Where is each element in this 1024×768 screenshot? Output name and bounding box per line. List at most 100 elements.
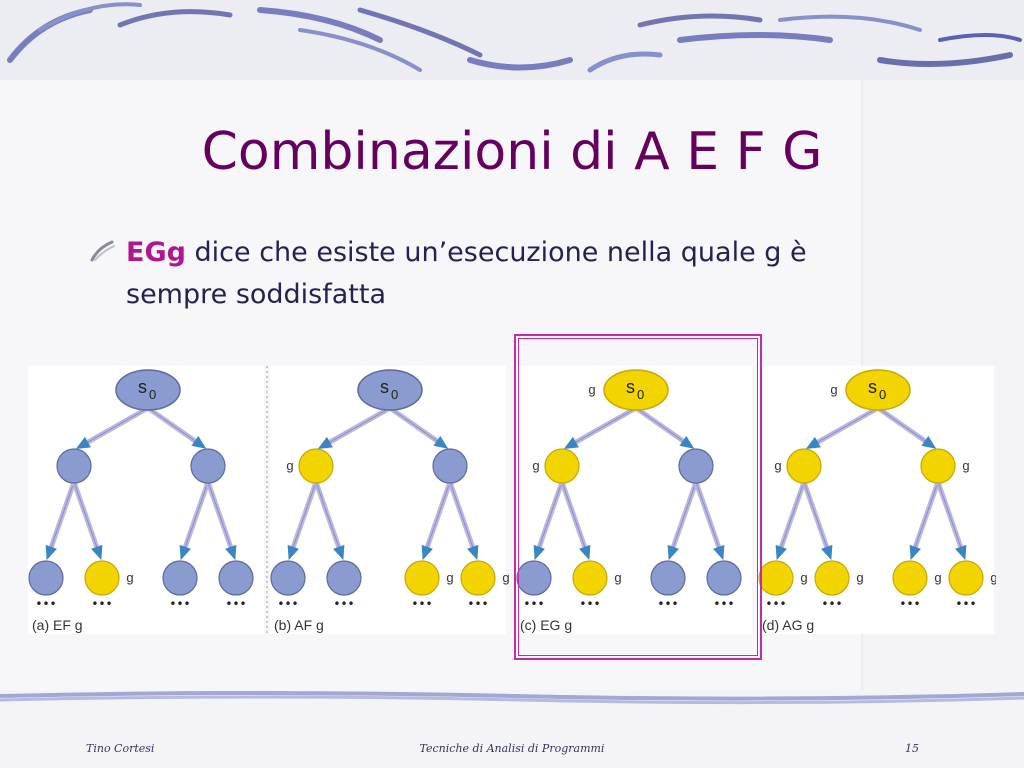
tree-edge-core xyxy=(82,407,149,446)
root-state-label: s xyxy=(868,377,877,397)
tree-edge-core xyxy=(536,481,563,553)
root-state-label: s xyxy=(380,377,389,397)
arrow-head-icon xyxy=(75,436,91,450)
continuation-dots: ••• xyxy=(821,597,842,611)
panel-caption: (d) AG g xyxy=(762,617,814,633)
pen-nib-bullet-icon xyxy=(90,240,115,262)
root-state-subscript: 0 xyxy=(149,387,156,402)
arrow-head-icon xyxy=(821,544,833,561)
highlight-box-eg xyxy=(514,334,762,660)
continuation-dots: ••• xyxy=(91,597,112,611)
arrow-head-icon xyxy=(333,544,345,561)
state-node xyxy=(516,560,552,596)
bullet-description: dice che esiste un’esecuzione nella qual… xyxy=(126,237,807,310)
panel-caption: (b) AF g xyxy=(274,617,324,633)
root-state-node xyxy=(845,369,911,411)
prop-label-g: g xyxy=(934,570,941,585)
state-node xyxy=(84,560,120,596)
arrow-head-icon xyxy=(287,544,299,561)
tree-edge-core xyxy=(635,407,689,445)
state-node xyxy=(162,560,198,596)
root-state-label: s xyxy=(138,377,147,397)
top-decorative-swirls xyxy=(0,0,1024,80)
arrow-head-icon xyxy=(179,544,191,561)
continuation-dots: ••• xyxy=(899,597,920,611)
tree-edge-core xyxy=(937,481,964,553)
arrow-head-icon xyxy=(713,544,725,561)
state-node xyxy=(190,448,226,484)
continuation-dots: ••• xyxy=(579,597,600,611)
arrow-head-icon xyxy=(579,544,591,561)
continuation-dots: ••• xyxy=(225,597,246,611)
state-node xyxy=(706,560,742,596)
tree-edge-core xyxy=(803,481,830,553)
prop-label-g: g xyxy=(856,570,863,585)
footer-author: Tino Cortesi xyxy=(86,742,155,755)
tree-edge-core xyxy=(812,407,879,446)
prop-label-g: g xyxy=(990,570,996,585)
state-node xyxy=(218,560,254,596)
prop-label-g: g xyxy=(774,458,781,473)
tree-edge-core xyxy=(324,407,391,446)
state-node xyxy=(56,448,92,484)
tree-edge-core xyxy=(570,407,637,446)
state-node xyxy=(326,560,362,596)
panel-caption: (c) EG g xyxy=(520,617,572,633)
tree-edge-core xyxy=(670,481,697,553)
continuation-dots: ••• xyxy=(333,597,354,611)
arrow-head-icon xyxy=(667,544,679,561)
tree-edge-core xyxy=(48,481,75,553)
prop-label-g: g xyxy=(532,458,539,473)
root-state-node xyxy=(603,369,669,411)
root-state-node xyxy=(357,369,423,411)
tree-edge-core xyxy=(182,481,209,553)
bottom-decorative-line xyxy=(0,691,1024,705)
tree-edge-core xyxy=(877,407,931,445)
arrow-head-icon xyxy=(433,435,449,449)
prop-label-g: g xyxy=(962,458,969,473)
arrow-head-icon xyxy=(775,544,787,561)
state-node xyxy=(758,560,794,596)
bullet-keyword: EGg xyxy=(126,237,186,268)
state-node xyxy=(572,560,608,596)
arrow-head-icon xyxy=(533,544,545,561)
state-node xyxy=(920,448,956,484)
footer-course: Tecniche di Analisi di Programmi xyxy=(419,742,605,755)
arrow-head-icon xyxy=(317,436,333,450)
state-node xyxy=(814,560,850,596)
tree-edge-core xyxy=(290,481,317,553)
arrow-head-icon xyxy=(421,544,433,561)
root-state-label: s xyxy=(626,377,635,397)
state-node xyxy=(460,560,496,596)
tree-edge-core xyxy=(778,481,805,553)
root-state-subscript: 0 xyxy=(637,387,644,402)
tree-edge-core xyxy=(695,481,722,553)
tree-edge-core xyxy=(561,481,588,553)
prop-label-g: g xyxy=(800,570,807,585)
state-node xyxy=(678,448,714,484)
tree-edge-core xyxy=(207,481,234,553)
continuation-dots: ••• xyxy=(523,597,544,611)
tree-edge-core xyxy=(912,481,939,553)
arrow-head-icon xyxy=(225,544,237,561)
state-node xyxy=(892,560,928,596)
root-state-subscript: 0 xyxy=(879,387,886,402)
arrow-head-icon xyxy=(955,544,967,561)
arrow-head-icon xyxy=(909,544,921,561)
footer-page-number: 15 xyxy=(905,742,919,755)
state-node xyxy=(948,560,984,596)
arrow-head-icon xyxy=(467,544,479,561)
tree-edge-core xyxy=(315,481,342,553)
prop-label-g: g xyxy=(588,382,595,397)
arrow-head-icon xyxy=(921,435,937,449)
prop-label-g: g xyxy=(614,570,621,585)
prop-label-g: g xyxy=(830,382,837,397)
tree-edge-core xyxy=(147,407,201,445)
tree-edge-core xyxy=(389,407,443,445)
continuation-dots: ••• xyxy=(955,597,976,611)
tree-edge-core xyxy=(424,481,451,553)
